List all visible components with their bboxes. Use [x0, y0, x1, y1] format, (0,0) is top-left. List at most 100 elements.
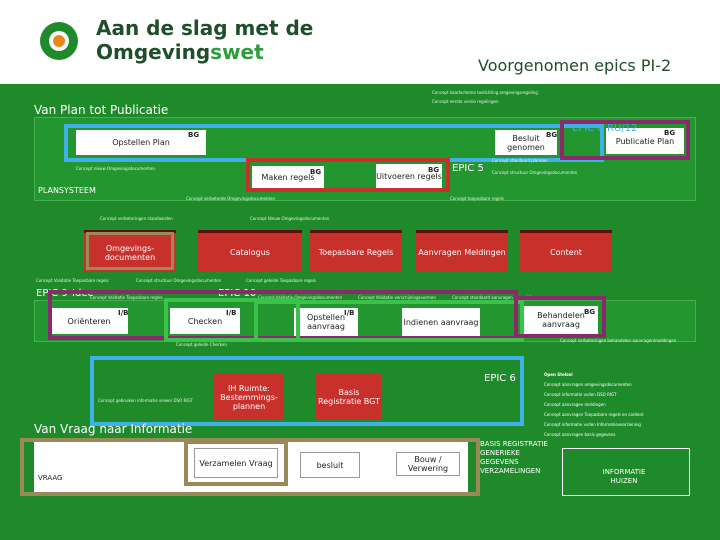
plan-note-1: Concept nieuw Omgevingsdocumenten — [76, 166, 155, 171]
middle-note-5: Concept Validatie Toepasbare regels — [90, 295, 163, 300]
plan-note-2: Concept verbeterde Omgevingsdocumenten — [186, 196, 276, 201]
indienen-aanvraag-box[interactable]: Indienen aanvraag — [402, 308, 480, 336]
opstellen-aanvraag-box[interactable]: Opstellen aanvraag — [294, 308, 358, 336]
middle-note-1: Concept Nieuw Omgevingsdocumenten — [250, 216, 330, 221]
highlight-epic-purple — [560, 120, 690, 160]
middle-note-4: Concept geleide Toepasbare regels — [246, 278, 317, 283]
bg-tag-3: BG — [664, 129, 676, 137]
ih-ruimte-box[interactable]: IH Ruimte: Bestemmings-plannen — [214, 374, 284, 420]
epic-5-label: EPIC 5 — [452, 163, 484, 174]
orienteren-label: Oriënteren — [67, 316, 111, 326]
uitvoeren-regels-box[interactable]: Uitvoeren regels — [376, 164, 442, 188]
maken-regels-box[interactable]: Maken regels — [252, 166, 324, 188]
bg-tag-2: BG — [546, 131, 558, 139]
header-bar — [0, 0, 720, 84]
ib-tag-2: I/B — [226, 309, 237, 317]
highlight-behandelen — [514, 296, 606, 338]
uitvoeren-regels-label: Uitvoeren regels — [376, 171, 442, 181]
plansysteem-label: PLANSYSTEEM — [38, 186, 96, 195]
verzamelen-vraag-box[interactable]: Verzamelen Vraag — [194, 448, 278, 478]
highlight-epic-10-left — [164, 298, 300, 342]
content-box[interactable]: Content — [520, 230, 612, 272]
legend-item-2: Concept informatie vullen DSO RIGT — [544, 392, 617, 397]
aanvragen-meldingen-box[interactable]: Aanvragen Meldingen — [416, 230, 508, 272]
legend-item-1: Concept aanvragen omgevingsdocumenten — [544, 382, 632, 387]
checken-box[interactable]: Checken — [170, 308, 240, 334]
ih-ruimte-label: IH Ruimte: Bestemmings-plannen — [220, 383, 278, 411]
omgevingsdocumenten-box[interactable]: Omgevings-documenten — [84, 230, 176, 272]
publicatie-plan-box[interactable]: Publicatie Plan — [606, 128, 684, 154]
ib-tag-3: I/B — [344, 309, 355, 317]
middle-note-3: Concept structuur Omgevingsdocumenten — [136, 278, 222, 283]
highlight-epic-5 — [246, 158, 450, 192]
besluit-genomen-box[interactable]: Besluit genomen — [495, 130, 557, 155]
legend-item-5: Concept informatie vullen Informatievoor… — [544, 422, 641, 427]
logo-dot — [53, 35, 65, 47]
toepasbare-regels-label: Toepasbare Regels — [318, 248, 394, 257]
bouw-verwering-box[interactable]: Bouw / Verwering — [396, 452, 460, 476]
basis-registratie-text: BASIS REGISTRATIE GENERIEKE GEGEVENS VER… — [480, 440, 548, 475]
basis-registratie-bgt-label: Basis Registratie BGT — [318, 388, 380, 406]
legend-item-3: Concept aanvragen meldingen — [544, 402, 606, 407]
legend-title: Open Stelsel — [544, 372, 573, 377]
epic-6-ru-label: EPIC 6 RU/12 — [572, 123, 638, 134]
idee-note-bottom: Concept geleide Checken — [176, 342, 227, 347]
idee-note-right: Concept verbeteringen behandelen aanvrag… — [560, 338, 677, 343]
informatie-huizen-frame — [562, 448, 690, 496]
legend-item-6: Concept aanvragen basis gegevens — [544, 432, 616, 437]
highlight-omgevingsdocumenten — [86, 232, 174, 270]
behandelen-aanvraag-box[interactable]: Behandelen aanvraag — [524, 306, 598, 334]
verzamelen-vraag-label: Verzamelen Vraag — [199, 458, 273, 468]
legend-item-4: Concept aanvragen Toepasbare regels en c… — [544, 412, 644, 417]
legend-open-stelsel: Open Stelsel Concept aanvragen omgevings… — [544, 370, 644, 440]
opstellen-plan-box[interactable]: Opstellen Plan — [76, 130, 206, 155]
plan-note-3: Concept standaard plannen — [492, 158, 548, 163]
maken-regels-label: Maken regels — [261, 172, 315, 182]
opstellen-plan-label: Opstellen Plan — [112, 138, 170, 147]
highlight-epic-10 — [254, 300, 524, 342]
page-title: Voorgenomen epics PI-2 — [478, 56, 672, 75]
behandelen-aanvraag-label: Behandelen aanvraag — [537, 311, 585, 329]
bg-tag-4: BG — [310, 168, 322, 176]
epic6-left-note: Concept gebruiken informatie viewer DSO … — [98, 398, 193, 403]
ib-tag-1: I/B — [118, 309, 129, 317]
middle-note-8: Concept standaard aanvragen en meldingen — [452, 295, 542, 300]
informatie-huizen-text: INFORMATIE HUIZEN — [602, 468, 646, 485]
catalogus-box[interactable]: Catalogus — [198, 230, 302, 272]
opstellen-aanvraag-label: Opstellen aanvraag — [306, 313, 346, 331]
highlight-epic-6 — [90, 356, 524, 426]
epic-6-label: EPIC 6 — [484, 373, 516, 384]
plan-note-6: Concept verbeteringen standaarden — [100, 216, 173, 221]
section-title-vraag: Van Vraag naar Informatie — [34, 422, 193, 436]
content-label: Content — [550, 248, 582, 257]
brand-line-2: Omgevingswet — [96, 40, 264, 64]
catalogus-label: Catalogus — [230, 248, 270, 257]
brand-word-2: swet — [210, 40, 264, 64]
highlight-vraag-lane — [20, 438, 480, 496]
checken-label: Checken — [187, 316, 223, 326]
highlight-epic-blue — [64, 124, 604, 162]
middle-note-7: Concept Validatie verschijningsvormen — [358, 295, 436, 300]
bg-tag-5: BG — [428, 166, 440, 174]
bouw-verwering-label: Bouw / Verwering — [407, 455, 449, 473]
highlight-verzamelen — [184, 440, 288, 486]
plan-note-4: Concept structuur Omgevingsdocumenten — [492, 170, 578, 175]
indienen-aanvraag-label: Indienen aanvraag — [403, 317, 479, 327]
besluit-label: besluit — [316, 460, 344, 470]
top-note-2: Concept eerste versie regelingen — [432, 99, 499, 104]
vraag-label: VRAAG — [38, 474, 63, 482]
omgevingsdocumenten-label: Omgevings-documenten — [104, 243, 156, 262]
bg-tag-6: BG — [584, 308, 596, 316]
orienteren-box[interactable]: Oriënteren — [50, 308, 128, 334]
brand-word-1: Omgeving — [96, 40, 211, 64]
besluit-box[interactable]: besluit — [300, 452, 360, 478]
toepasbare-regels-box[interactable]: Toepasbare Regels — [310, 230, 402, 272]
basis-registratie-bgt-box[interactable]: Basis Registratie BGT — [316, 374, 382, 420]
section-title-plan: Van Plan tot Publicatie — [34, 103, 169, 117]
plan-note-5: Concept toepasbare regels — [450, 196, 504, 201]
aanvragen-meldingen-label: Aanvragen Meldingen — [418, 248, 506, 257]
brand-line-1: Aan de slag met de — [96, 16, 314, 40]
besluit-genomen-label: Besluit genomen — [507, 133, 545, 152]
middle-note-2: Concept Validatie Toepasbare regels — [36, 278, 109, 283]
top-note-1: Concept kaartschema toelichting omgeving… — [432, 90, 538, 95]
